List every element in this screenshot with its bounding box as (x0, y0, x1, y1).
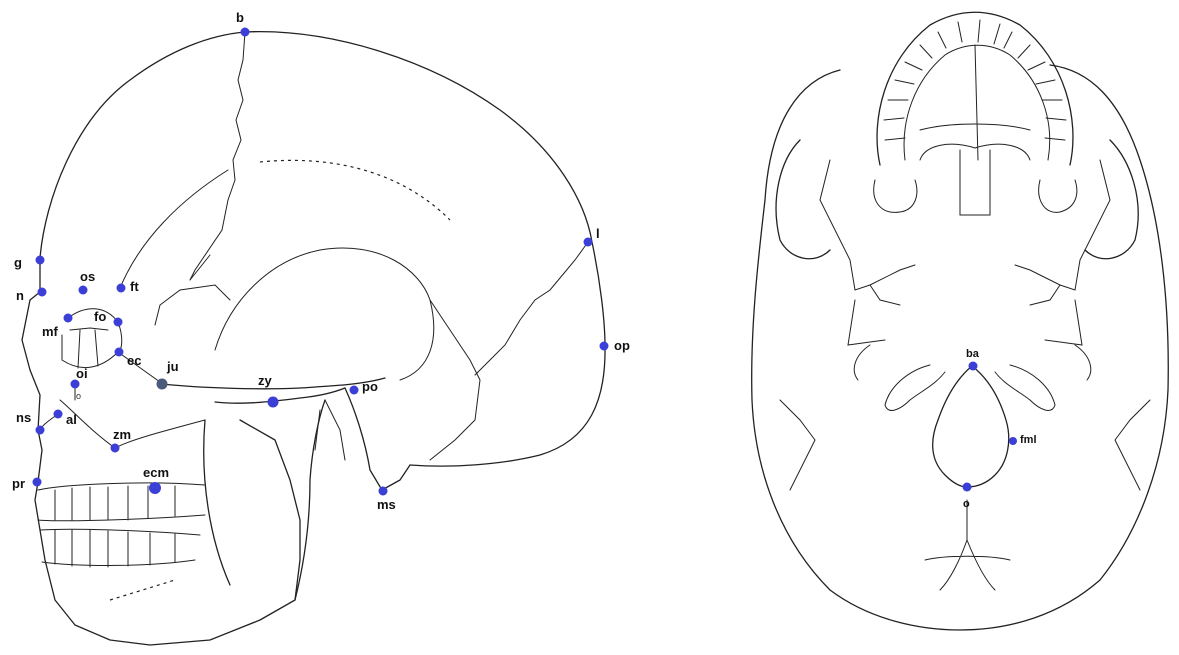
occipital-condyle-right (994, 364, 1056, 411)
temporal-border (429, 299, 481, 461)
foramen-magnum (932, 365, 1010, 488)
zygomatic-arch (161, 377, 386, 404)
lateral_view-label-mf: mf (42, 324, 59, 339)
palatine-suture (919, 44, 1031, 161)
lateral_view-label-fo: fo (94, 309, 106, 324)
lateral_view-label-g: g (14, 255, 22, 270)
lateral_view-label-n: n (16, 288, 24, 303)
lateral_view-point-ec (114, 347, 124, 357)
lateral_view-label-op: op (614, 338, 630, 353)
pterygoid-plates (873, 179, 1078, 213)
lateral_view-point-n (37, 287, 47, 297)
lateral_view-label-ec: ec (127, 353, 141, 368)
basal_view-label-fml: fml (1020, 434, 1037, 446)
lateral_view-point-b (240, 27, 250, 37)
mandible-ramus (203, 399, 326, 601)
lateral_view-label-os: os (80, 269, 95, 284)
mastoid-process (344, 387, 411, 491)
lateral_view-point-g (35, 255, 45, 265)
mylohyoid-line (109, 579, 176, 601)
lateral_view-point-op (599, 341, 609, 351)
lateral_view-label-zm: zm (113, 427, 131, 442)
lateral_view-point-l (583, 237, 593, 247)
dental-arch-inner (903, 44, 1051, 161)
face-profile-outline (21, 257, 301, 646)
choanae (919, 143, 1031, 216)
lateral_view-point-ju (156, 378, 168, 390)
zygomatic-arch-left (775, 139, 831, 260)
lateral_view-point-ns (35, 425, 45, 435)
basal-skull-view (751, 11, 1169, 631)
lateral_view-point-zm (110, 443, 120, 453)
lateral-skull-view (21, 31, 606, 646)
zygomatic-bone (114, 351, 206, 449)
small-mark-label: o (76, 391, 81, 401)
lateral_view-label-ms: ms (377, 497, 396, 512)
squamosal-suture (214, 247, 435, 381)
lateral_view-label-ft: ft (130, 279, 139, 294)
cranial-vault-outline (39, 31, 606, 467)
lateral_view-label-ns: ns (16, 410, 31, 425)
temporal-line (259, 159, 451, 221)
lateral_view-point-zy (267, 396, 279, 408)
lambdoid-suture (474, 241, 589, 376)
basal_view-point-fml (1009, 437, 1017, 445)
lateral_view-label-al: al (66, 412, 77, 427)
lateral_view-label-pr: pr (12, 476, 25, 491)
upper-teeth (883, 19, 1067, 141)
jugular-foramina (853, 344, 1092, 381)
occipital-crest (924, 499, 1011, 591)
zygomatic-arch-right (1084, 139, 1139, 260)
styloid-area (314, 399, 346, 461)
lateral_view-label-zy: zy (258, 373, 273, 388)
lateral_view-label-l: l (596, 226, 600, 241)
basal_view-label-ba: ba (966, 348, 980, 360)
landmark-points (32, 27, 1017, 496)
sphenoid-sutures (119, 169, 231, 326)
teeth (37, 482, 206, 568)
basal_view-point-ba (968, 361, 978, 371)
lateral_view-point-ft (116, 283, 126, 293)
lateral_view-label-oi: oi (76, 366, 88, 381)
lambdoid-suture-basal (779, 399, 1151, 491)
lateral_view-point-pr (32, 477, 42, 487)
coronal-suture (189, 31, 246, 281)
lateral_view-point-al (53, 409, 63, 419)
lateral_view-label-ecm: ecm (143, 465, 169, 480)
basal-outline (751, 64, 1169, 631)
lateral_view-label-po: po (362, 379, 378, 394)
lateral_view-label-ju: ju (166, 359, 179, 374)
lateral_view-point-oi (70, 379, 80, 389)
dental-arch-outer (876, 11, 1074, 166)
lateral_view-point-po (349, 385, 359, 395)
lateral_view-point-mf (63, 313, 73, 323)
lateral_view-point-ecm (149, 482, 161, 494)
occipital-condyle-left (884, 364, 946, 411)
lateral_view-point-os (78, 285, 88, 295)
petrous-lines (847, 284, 1083, 346)
basal_view-point-o (962, 482, 972, 492)
landmark-labels: b g n os ft mf fo ec oi ju ns al zm pr ecm zy po ms l op ba f… (12, 10, 1037, 512)
lateral_view-point-fo (113, 317, 123, 327)
lateral_view-point-ms (378, 486, 388, 496)
lateral_view-label-b: b (236, 10, 244, 25)
basal_view-label-o: o (963, 498, 970, 510)
orbit-inner (69, 327, 109, 369)
sphenoid-sutures-basal (819, 159, 1111, 291)
